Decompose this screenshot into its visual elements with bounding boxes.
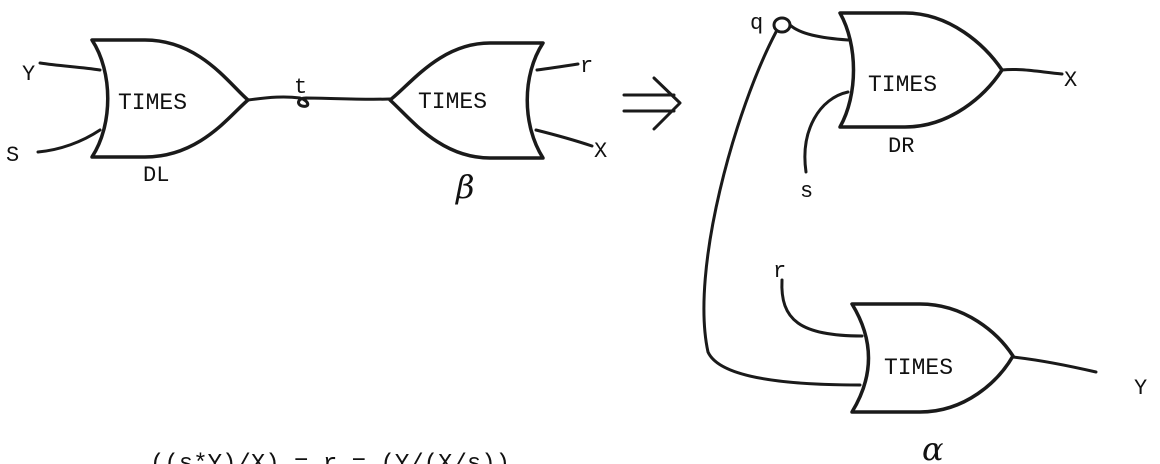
wire-r-output [535, 62, 580, 72]
gate-dr-body [838, 11, 1004, 129]
wire-t [246, 95, 392, 108]
junction-q [772, 16, 792, 34]
wire-s-to-dr [803, 90, 850, 174]
label-s-input: S [6, 143, 19, 168]
gate-dr-name: DR [888, 134, 914, 159]
wire-r-to-alpha [780, 278, 864, 338]
gate-alpha: TIMES α [850, 302, 1015, 464]
gate-beta-label: TIMES [418, 89, 487, 115]
wire-q-to-dr [788, 23, 850, 42]
transform-arrow-shape [622, 76, 682, 131]
gate-dr-label: TIMES [868, 72, 937, 98]
gate-dl: TIMES DL [90, 38, 250, 188]
wire-q-to-alpha [702, 30, 862, 387]
gate-dl-label: TIMES [118, 90, 187, 116]
label-t: t [294, 75, 307, 100]
gate-alpha-label: TIMES [884, 355, 953, 381]
gate-beta-name: β [455, 168, 475, 206]
label-x-right: X [1064, 68, 1077, 93]
wire-s-input [36, 128, 102, 154]
formula-text: ((s*Y)/X) = r = (Y/(X/s)) [150, 451, 510, 464]
gate-beta: TIMES β [388, 41, 545, 206]
gate-alpha-name: α [922, 430, 944, 464]
label-r-output: r [580, 54, 593, 79]
gate-dl-name: DL [143, 163, 169, 188]
wire-x-output [534, 128, 594, 148]
label-x-output: X [594, 139, 607, 164]
label-y-right: Y [1134, 376, 1147, 401]
gate-beta-body [388, 41, 545, 160]
label-r-right: r [773, 259, 786, 284]
gate-dr: TIMES DR [838, 11, 1004, 159]
transform-arrow [622, 76, 682, 131]
wire-alpha-output [1011, 355, 1098, 374]
label-s: s [800, 179, 813, 204]
label-y-input: Y [22, 62, 35, 87]
label-q: q [750, 11, 763, 36]
wire-dr-output [1000, 68, 1064, 76]
wire-y-input [38, 61, 102, 72]
gate-dl-body [90, 38, 250, 159]
gate-alpha-body [850, 302, 1015, 414]
